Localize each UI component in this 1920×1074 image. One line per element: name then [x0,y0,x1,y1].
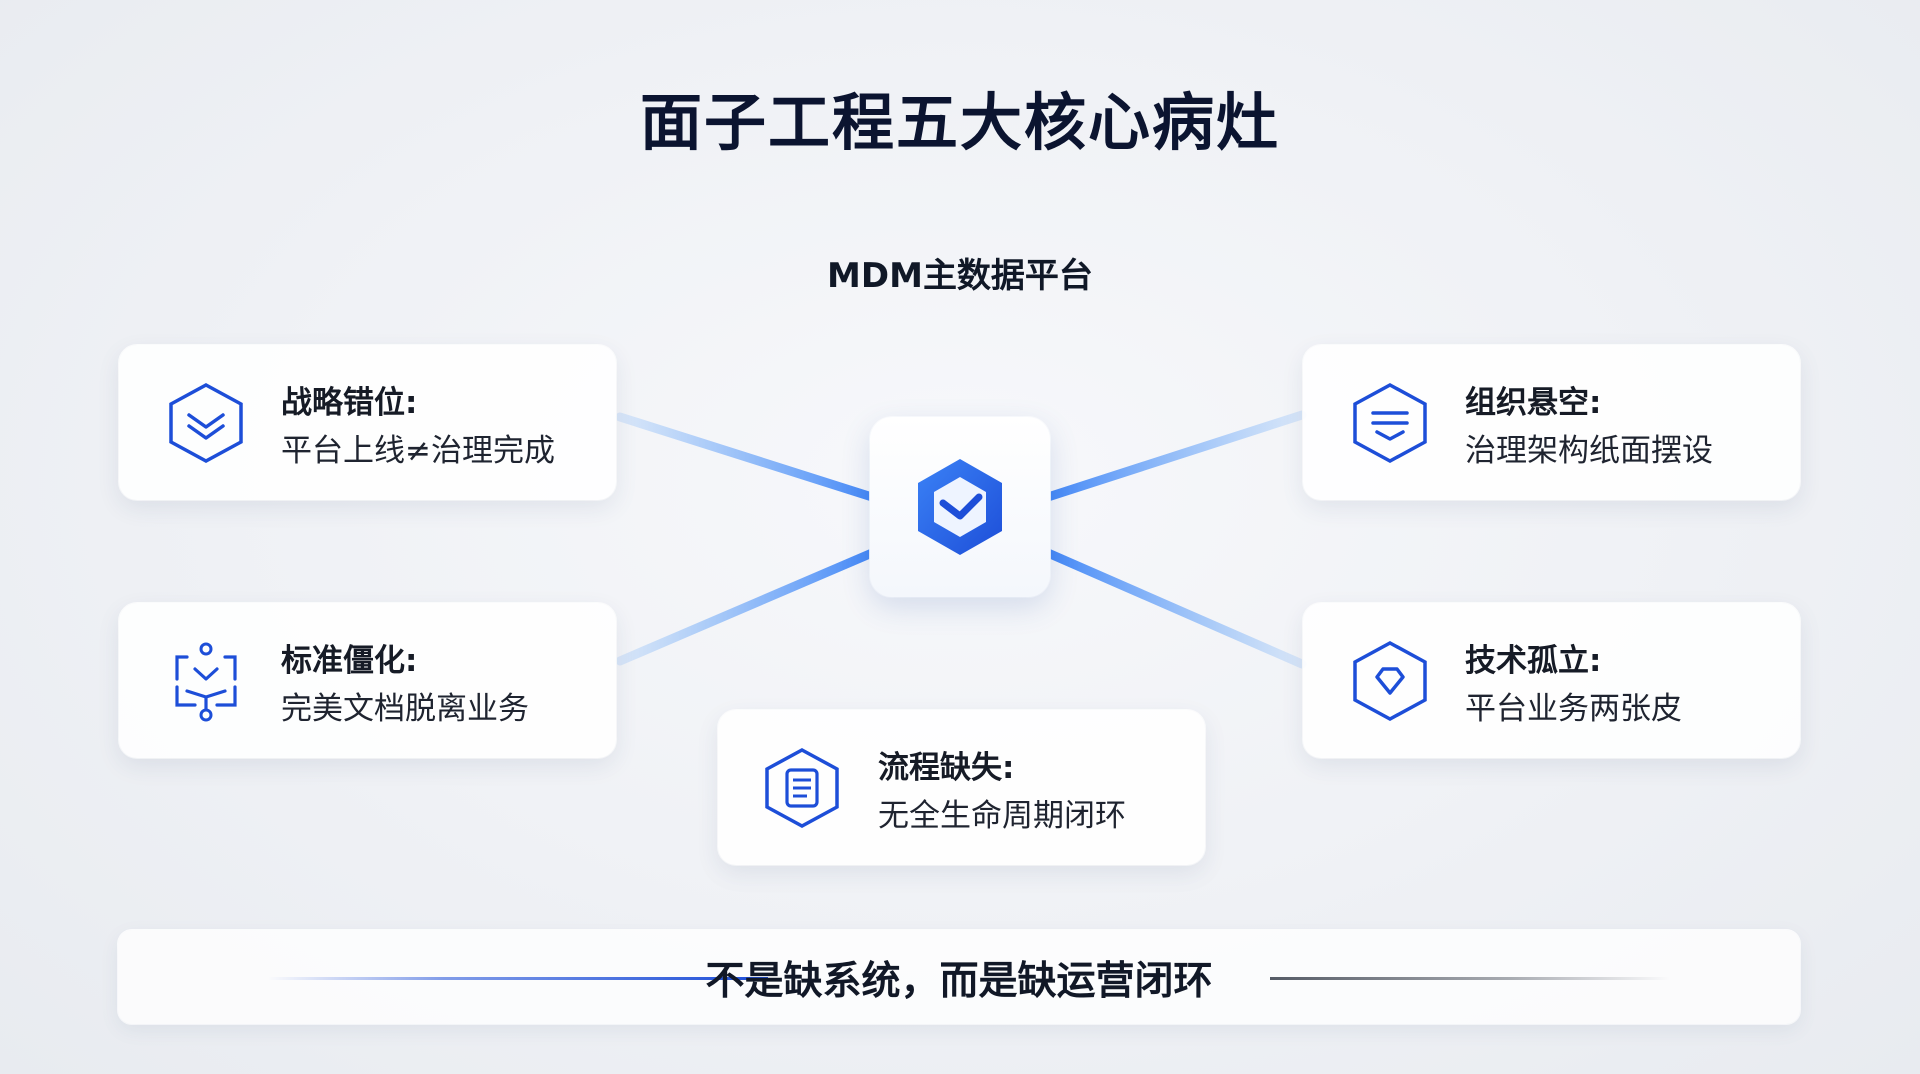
page-title: 面子工程五大核心病灶 [639,86,1280,159]
connector-top-left [615,412,877,502]
connector-top-right [1043,410,1307,502]
banner-divider-left [268,977,768,980]
card-description: 平台业务两张皮 [1465,691,1682,727]
banner-text: 不是缺系统，而是缺运营闭环 [705,959,1213,1004]
card-strategy-misalignment: 战略错位: 平台上线≠治理完成 [119,345,616,500]
chevron-down-hexagon-icon [169,383,243,463]
diamond-hexagon-icon [1353,641,1427,721]
card-description: 平台上线≠治理完成 [281,433,555,469]
card-empty-organization: 组织悬空: 治理架构纸面摆设 [1303,345,1800,500]
connector-bottom-right [1043,548,1307,669]
connector-bottom-left [615,548,877,666]
card-title: 标准僵化: [281,643,418,679]
card-description: 治理架构纸面摆设 [1465,433,1713,469]
conclusion-banner: 不是缺系统，而是缺运营闭环 [118,930,1800,1024]
hub-node [870,417,1050,597]
card-description: 完美文档脱离业务 [281,691,529,727]
hexagon-check-icon [918,459,1002,555]
card-title: 战略错位: [281,385,418,421]
card-rigid-standards: 标准僵化: 完美文档脱离业务 [119,603,616,758]
card-title: 流程缺失: [878,750,1015,786]
card-title: 组织悬空: [1465,385,1602,421]
banner-divider-right [1270,977,1670,980]
card-missing-process: 流程缺失: 无全生命周期闭环 [718,710,1205,865]
card-title: 技术孤立: [1465,643,1602,679]
list-hexagon-icon [1353,383,1427,463]
document-hexagon-icon [765,748,839,828]
hub-label: MDM主数据平台 [827,256,1093,296]
nodes-bracket-icon [175,642,237,722]
card-description: 无全生命周期闭环 [878,798,1126,834]
card-isolated-technology: 技术孤立: 平台业务两张皮 [1303,603,1800,758]
